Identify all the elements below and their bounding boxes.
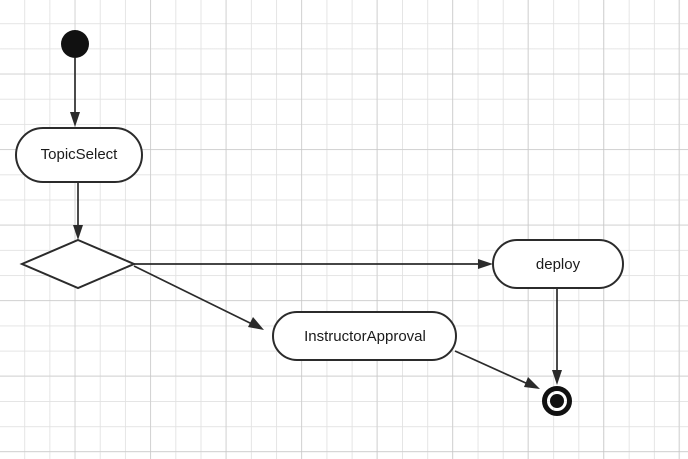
final-node[interactable] [542,386,572,416]
activity-label-topicselect: TopicSelect [41,146,119,163]
activity-shape [15,127,143,183]
arrowhead-icon [478,259,493,269]
edge-deploy-to-final[interactable] [552,288,562,385]
arrowhead-icon [73,225,83,240]
final-node-inner-dot-icon [550,394,564,408]
decision-node[interactable] [19,238,137,290]
arrowhead-icon [552,370,562,385]
edge-line [133,265,253,325]
activity-node-topicselect[interactable]: TopicSelect [15,127,143,183]
activity-label-instructorapproval: InstructorApproval [304,328,426,345]
initial-node-circle-icon [61,30,89,58]
arrowhead-icon [70,112,80,127]
activity-label-deploy: deploy [536,256,581,273]
decision-shape-diamond [19,238,137,290]
final-node-outer-ring-icon [542,386,572,416]
arrowhead-icon [248,317,264,330]
activity-shape [272,311,457,361]
arrowhead-icon [524,377,540,389]
edge-line [454,350,529,385]
edge-decision-to-instructorapproval[interactable] [133,265,264,330]
activity-node-deploy[interactable]: deploy [492,239,624,289]
initial-node[interactable] [61,30,89,58]
activity-node-instructorapproval[interactable]: InstructorApproval [272,311,457,361]
edge-topicselect-to-decision[interactable] [73,182,83,240]
edge-instructorapproval-to-final[interactable] [454,350,540,389]
edge-decision-to-deploy[interactable] [134,259,493,269]
activity-shape [492,239,624,289]
edge-initial-to-topicselect[interactable] [70,58,80,127]
